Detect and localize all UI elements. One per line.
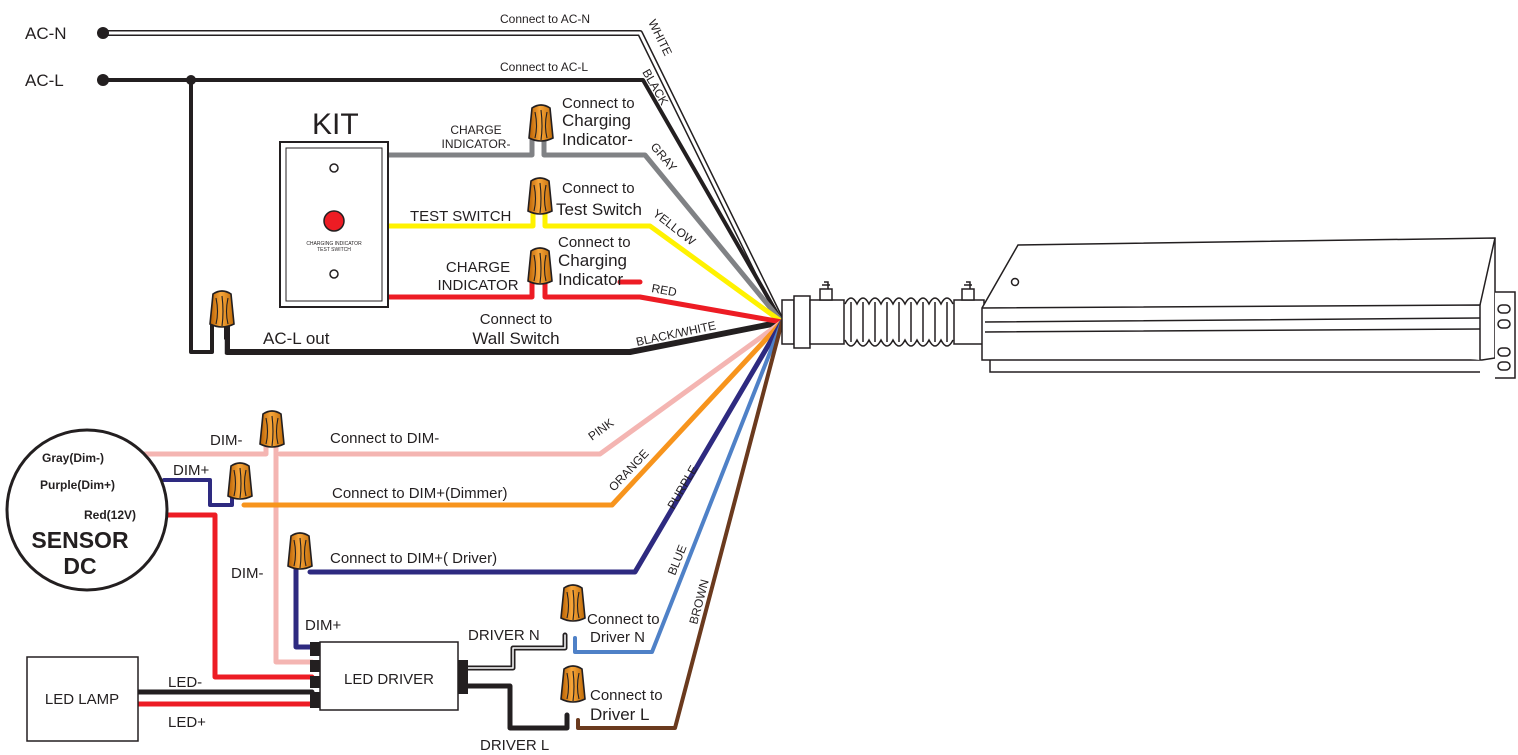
yellow-wire-kit: [385, 207, 536, 229]
pink-wire-to-driver: [273, 442, 315, 665]
wire-nut-driver-n: [560, 584, 586, 622]
sensor-title-line-1: SENSOR: [31, 527, 129, 553]
led-driver: [310, 641, 468, 711]
ac-n-terminal: [97, 27, 109, 39]
connect-driver-n-line-2: Driver N: [590, 629, 645, 646]
charge-indicator-line-2: INDICATOR: [437, 277, 518, 294]
sensor-gray-label: Gray(Dim-): [42, 451, 104, 465]
ac-n-label: AC-N: [25, 24, 67, 43]
connect-charging-line-3: Indicator: [558, 270, 624, 289]
purple-wire-sensor: [162, 478, 234, 507]
sensor-purple-label: Purple(Dim+): [40, 478, 115, 492]
connect-charging-neg-line-1: Connect to: [562, 95, 635, 112]
yellow-wire-main: [542, 207, 785, 325]
brown-wire: [576, 320, 784, 730]
red-wire-12v: [161, 512, 315, 680]
connect-dim-pos-dimmer-label: Connect to DIM+(Dimmer): [332, 485, 507, 502]
connect-dim-pos-driver-label: Connect to DIM+( Driver): [330, 550, 497, 567]
blue-wire-label: BLUE: [665, 543, 690, 577]
wire-nut-test-switch: [527, 177, 553, 215]
purple-wire-main: [307, 319, 785, 575]
ac-l-wire: [101, 78, 784, 324]
wire-nut-dim-neg: [259, 410, 285, 448]
connect-ac-n-label: Connect to AC-N: [500, 12, 590, 26]
charge-indicator-neg-line-1: CHARGE: [450, 123, 501, 137]
emergency-ballast: [981, 237, 1516, 379]
kit-plate-line-2: TEST SWITCH: [317, 247, 351, 253]
kit-title: KIT: [312, 108, 359, 141]
ac-l-branch-wire: [189, 78, 214, 354]
ac-l-out-label: AC-L out: [263, 329, 330, 348]
pink-wire-label: PINK: [586, 416, 617, 444]
kit-plate-line-1: CHARGING INDICATOR: [306, 241, 362, 247]
ac-n-wire: [100, 30, 785, 325]
connect-driver-l-line-1: Connect to: [590, 687, 663, 704]
connect-dim-neg-label: Connect to DIM-: [330, 430, 439, 447]
charge-indicator-neg-line-2: INDICATOR-: [442, 137, 511, 151]
wire-nut-dim-pos-driver: [287, 532, 313, 570]
wire-nut-charging-neg: [528, 104, 554, 142]
gray-wire-main: [541, 137, 785, 325]
blue-wire: [573, 320, 784, 654]
wire-nut-charging: [527, 247, 553, 285]
led-lamp: [26, 656, 139, 742]
dim-pos-label: DIM+: [173, 462, 209, 479]
charging-indicator-led: [323, 210, 345, 232]
connect-charging-line-1: Connect to: [558, 234, 631, 251]
test-switch-label: TEST SWITCH: [410, 208, 511, 225]
sensor-title-line-2: DC: [63, 553, 96, 579]
gray-wire-kit: [385, 137, 535, 158]
driver-n-label: DRIVER N: [468, 627, 540, 644]
purple-wire-label: PURPLE: [664, 463, 700, 512]
dim-neg-label: DIM-: [210, 432, 243, 449]
driver-n-wire-inner: [467, 634, 566, 669]
wire-nut-dim-pos-dimmer: [227, 462, 253, 500]
connect-ac-l-label: Connect to AC-L: [500, 60, 588, 74]
red-wire-label: RED: [650, 281, 678, 299]
charge-indicator-line-1: CHARGE: [446, 259, 510, 276]
purple-wire-to-driver: [293, 563, 315, 650]
red-wire-main: [542, 280, 785, 325]
driver-l-label: DRIVER L: [480, 737, 549, 754]
connect-wall-line-2: Wall Switch: [472, 329, 559, 348]
connect-driver-l-line-2: Driver L: [590, 705, 650, 724]
sensor-dc: [5, 428, 169, 592]
connect-charging-line-2: Charging: [558, 251, 627, 270]
connect-driver-n-line-1: Connect to: [587, 611, 660, 628]
sensor-red-label: Red(12V): [84, 508, 136, 522]
kit-plate: CHARGING INDICATOR TEST SWITCH: [279, 141, 389, 308]
pink-wire-sensor: [135, 442, 269, 457]
connect-charging-neg-line-3: Indicator-: [562, 130, 633, 149]
dim-pos-vertical-label: DIM+: [305, 617, 341, 634]
dim-neg-vertical-label: DIM-: [231, 565, 264, 582]
orange-wire: [241, 319, 785, 508]
connect-test-line-2: Test Switch: [556, 200, 642, 219]
wire-nut-ac-l-out: [209, 290, 235, 328]
led-pos-label: LED+: [168, 714, 206, 731]
ac-l-label: AC-L: [25, 71, 64, 90]
flex-conduit: [781, 281, 985, 349]
led-neg-label: LED-: [168, 674, 202, 691]
led-lamp-label: LED LAMP: [45, 691, 119, 708]
black-white-wire: [223, 319, 785, 357]
driver-l-wire: [465, 683, 570, 731]
connect-wall-line-1: Connect to: [480, 311, 553, 328]
red-wire-kit: [385, 280, 535, 300]
pink-wire-main: [277, 319, 785, 457]
gray-wire-label: GRAY: [648, 140, 680, 174]
wire-nut-driver-l: [560, 665, 586, 703]
connect-test-line-1: Connect to: [562, 180, 635, 197]
ac-l-terminal: [97, 74, 109, 86]
connect-charging-neg-line-2: Charging: [562, 111, 631, 130]
led-driver-label: LED DRIVER: [344, 671, 434, 688]
